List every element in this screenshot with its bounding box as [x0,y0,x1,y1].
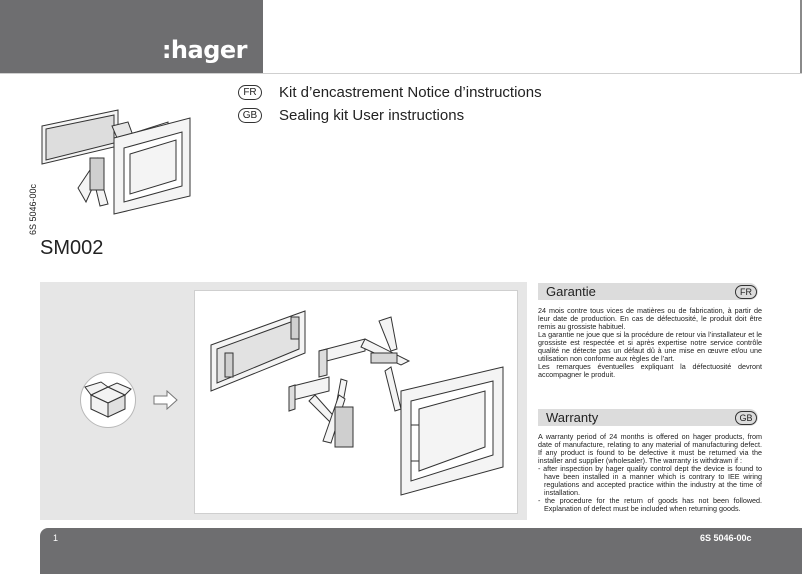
warranty-condition-item: - after inspection by hager quality cont… [538,464,762,497]
exploded-view-illustration [210,310,504,496]
section-title-gb: Warranty [546,410,599,425]
page-number: 1 [53,533,59,543]
arrow-right-icon [153,390,178,410]
warranty-header-fr: Garantie FR [538,283,758,300]
lang-badge-gb-section: GB [735,410,757,425]
footer-doc-ref: 6S 5046-00c [700,533,752,543]
lang-badge-fr-section: FR [735,284,757,299]
package-box-icon [80,372,136,428]
title-text-gb: Sealing kit User instructions [279,107,465,124]
lang-badge-gb: GB [238,108,262,123]
product-code: SM002 [40,237,104,259]
title-text-fr: Kit d’encastrement Notice d’instructions [279,84,542,101]
doc-ref-vertical: 6S 5046-00c [28,183,38,235]
warranty-paragraph: 24 mois contre tous vices de matières ou… [538,306,762,331]
lang-badge-fr: FR [238,85,262,100]
warranty-text-fr: 24 mois contre tous vices de matières ou… [538,307,762,379]
footer-bar [40,528,802,574]
warranty-paragraph: Les remarques éventuelles expliquant la … [538,362,762,379]
title-fr: FR Kit d’encastrement Notice d’instructi… [238,84,542,101]
warranty-condition-item: - the procedure for the return of goods … [538,496,762,513]
product-thumbnail [41,109,191,215]
header-divider [0,73,802,74]
warranty-paragraph: La garantie ne joue que si la procédure … [538,330,762,363]
warranty-conditions: - after inspection by hager quality cont… [538,465,762,513]
warranty-text-gb: A warranty period of 24 months is offere… [538,433,762,513]
brand-header: :hager [0,0,263,73]
section-title-fr: Garantie [546,284,596,299]
hager-logo: :hager [161,36,248,64]
warranty-intro: A warranty period of 24 months is offere… [538,432,762,465]
warranty-header-gb: Warranty GB [538,409,758,426]
title-gb: GB Sealing kit User instructions [238,107,464,124]
edge-line [800,0,802,74]
exploded-view-frame [194,290,518,514]
